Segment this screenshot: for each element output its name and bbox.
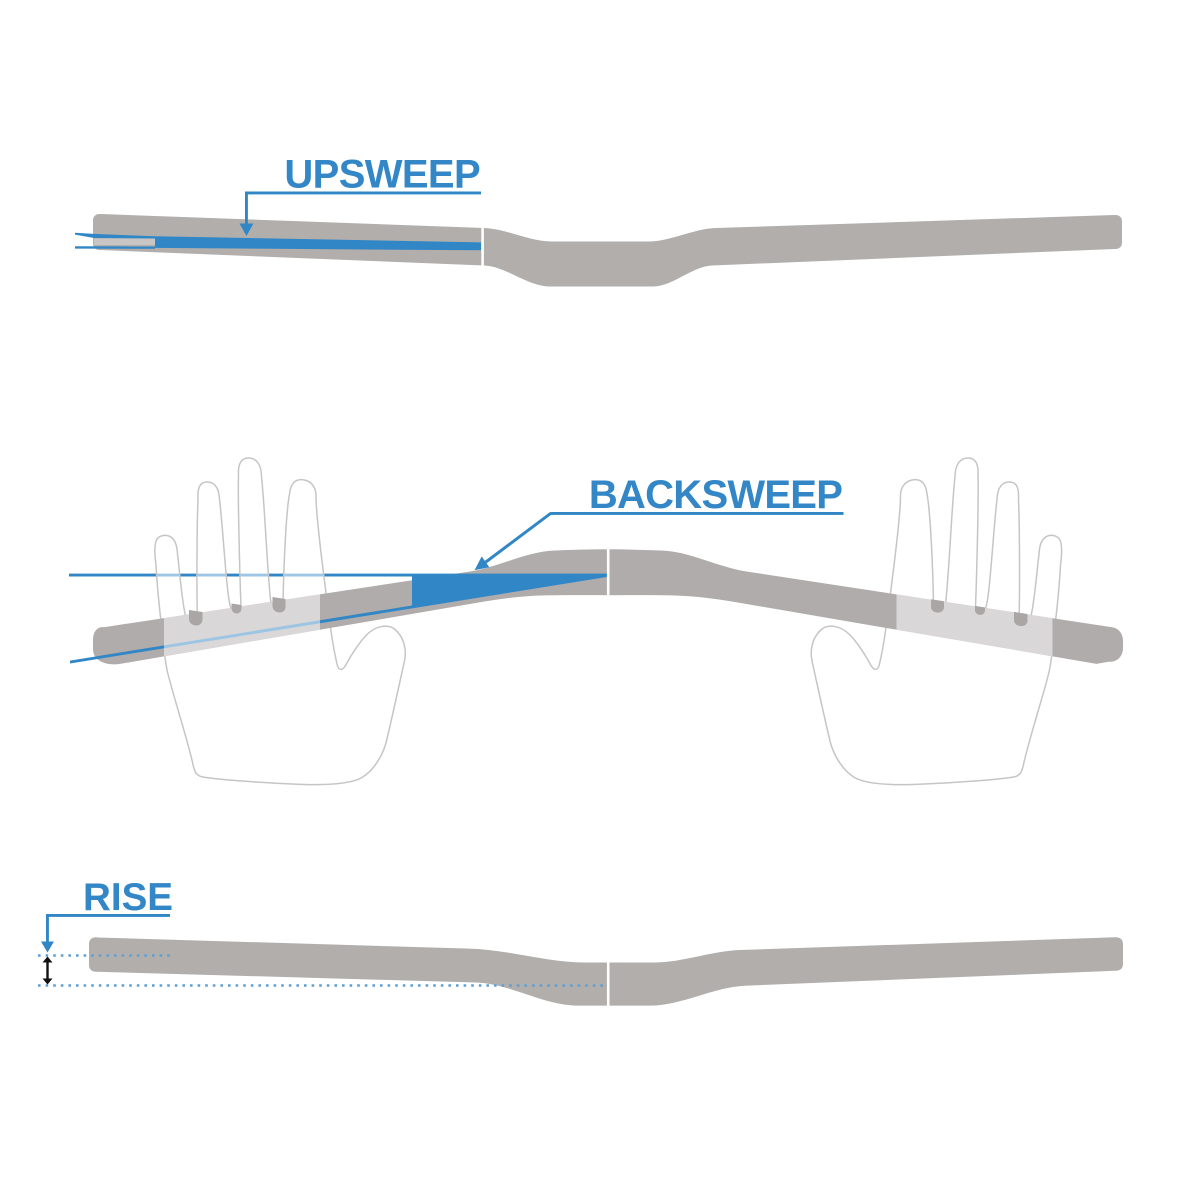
svg-text:BACKSWEEP: BACKSWEEP: [589, 473, 842, 517]
svg-text:UPSWEEP: UPSWEEP: [284, 153, 480, 197]
svg-text:RISE: RISE: [83, 876, 173, 919]
